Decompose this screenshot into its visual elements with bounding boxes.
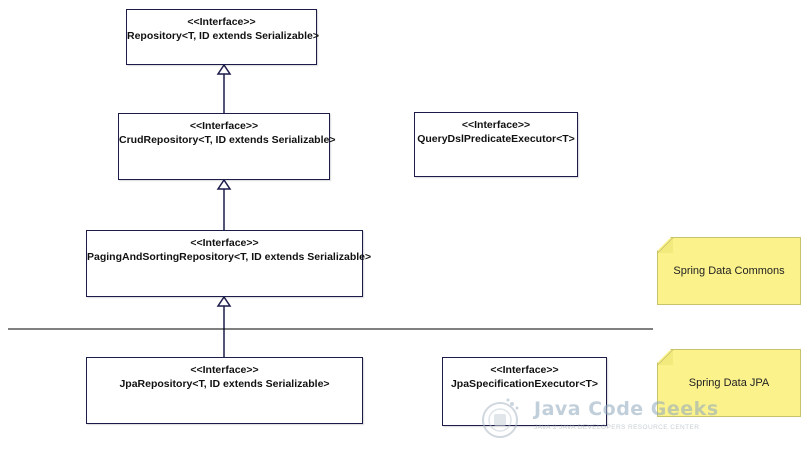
interface-crud-repository[interactable]: <<Interface>> CrudRepository<T, ID exten… [118,113,336,180]
interface-name: QueryDslPredicateExecutor<T> [417,133,575,145]
interface-jpa-repository[interactable]: <<Interface>> JpaRepository<T, ID extend… [86,357,363,424]
interface-name: CrudRepository<T, ID extends Serializabl… [119,134,336,146]
jcg-logo-icon [482,398,519,438]
interface-repository[interactable]: <<Interface>> Repository<T, ID extends S… [126,9,319,65]
interface-name: JpaRepository<T, ID extends Serializable… [119,378,330,390]
interface-name: JpaSpecificationExecutor<T> [450,378,599,390]
generalization-arrow-paging [216,295,232,307]
generalization-arrow-repository [216,63,232,75]
stereotype-label: <<Interface>> [490,364,559,376]
note-text: Spring Data JPA [688,377,770,389]
watermark-title: Java Code Geeks [534,398,719,420]
interface-name: PagingAndSortingRepository<T, ID extends… [87,251,372,263]
stereotype-label: <<Interface>> [187,16,256,28]
generalization-arrow-crud [216,178,232,190]
note-spring-data-jpa[interactable]: Spring Data JPA [657,349,801,417]
interface-jpa-specification-executor[interactable]: <<Interface>> JpaSpecificationExecutor<T… [442,357,607,426]
stereotype-label: <<Interface>> [461,119,531,131]
stereotype-label: <<Interface>> [189,120,259,132]
stereotype-label: <<Interface>> [190,237,259,249]
interface-paging-and-sorting-repository[interactable]: <<Interface>> PagingAndSortingRepository… [86,230,372,297]
stereotype-label: <<Interface>> [190,364,259,376]
interface-name: Repository<T, ID extends Serializable> [127,30,319,42]
note-text: Spring Data Commons [673,265,785,277]
watermark-subtitle: JAVA 2 JAVA DEVELOPERS RESOURCE CENTER [534,424,700,431]
interface-querydsl-predicate-executor[interactable]: <<Interface>> QueryDslPredicateExecutor<… [414,112,578,177]
watermark: Java Code Geeks JAVA 2 JAVA DEVELOPERS R… [478,394,718,440]
note-spring-data-commons[interactable]: Spring Data Commons [657,237,801,305]
